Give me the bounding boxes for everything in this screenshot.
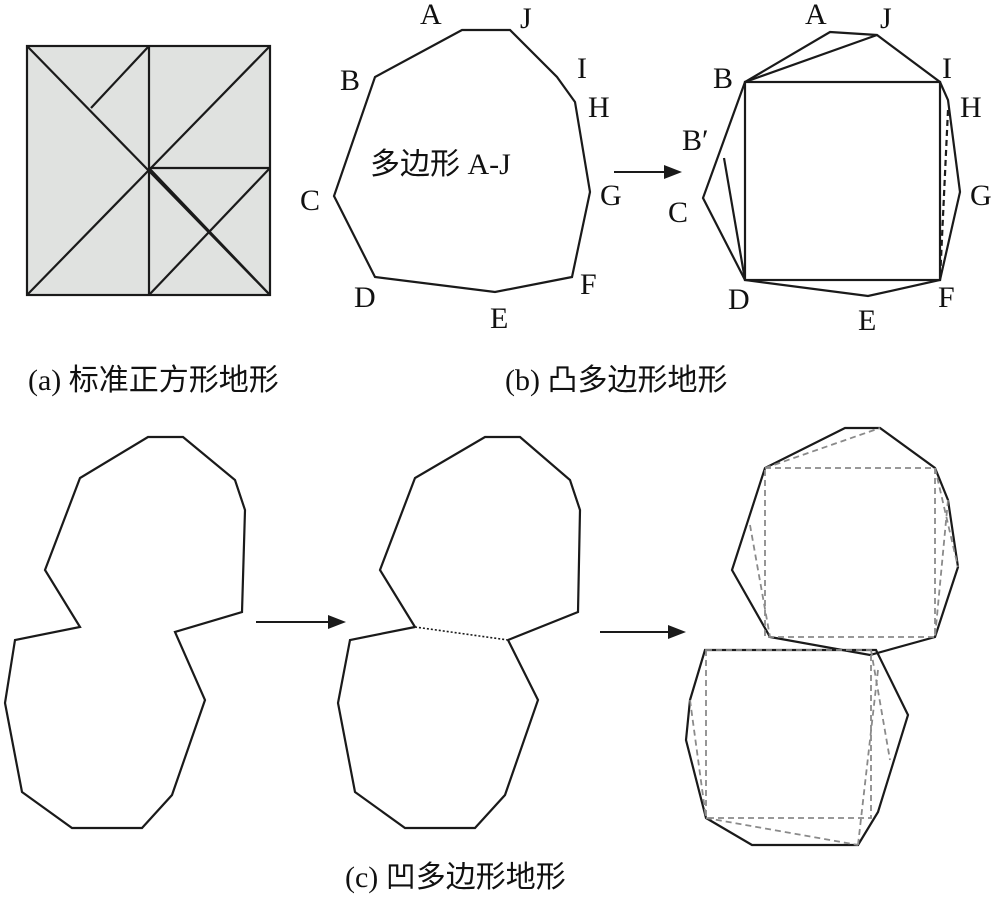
vertex-label-b: B (713, 62, 733, 95)
fold-line (148, 167, 271, 296)
convex-polygon-decomposed (701, 30, 962, 298)
vertex-label-b-prime: B′ (682, 124, 709, 157)
dashed-line (749, 524, 771, 638)
dashed-line (870, 649, 891, 761)
vertex-label-i: I (577, 52, 587, 85)
dashed-line (705, 817, 859, 846)
caption-a: (a) 标准正方形地形 (28, 364, 279, 397)
triangle-edge (722, 157, 747, 281)
vertex-label-f: F (580, 268, 597, 301)
dashed-line (689, 699, 707, 819)
caption-c: (c) 凹多边形地形 (345, 861, 566, 894)
fold-line (90, 45, 150, 109)
concave-polygon-split (336, 435, 582, 830)
upper-square (764, 467, 936, 638)
vertex-label-c: C (300, 184, 320, 217)
vertex-label-d: D (354, 281, 376, 314)
vertex-label-j: J (520, 2, 532, 35)
vertex-label-j: J (880, 2, 892, 35)
vertex-label-h: H (588, 91, 610, 124)
panel-a (25, 44, 272, 297)
vertex-label-c: C (668, 196, 688, 229)
concave-polygon (3, 435, 247, 830)
convex-polygon (332, 28, 592, 294)
vertex-label-e: E (858, 304, 876, 337)
vertex-label-h: H (960, 91, 982, 124)
dashed-line (764, 427, 881, 469)
vertex-label-f: F (938, 281, 955, 314)
arrow (256, 615, 346, 629)
split-line (414, 626, 509, 641)
lower-square (705, 649, 872, 819)
lower-convex-polygon (684, 648, 910, 847)
vertex-label-e: E (490, 302, 508, 335)
concave-polygon-decomposed (684, 426, 960, 847)
inscribed-square (743, 80, 942, 282)
vertex-label-i: I (942, 52, 952, 85)
vertex-label-g: G (600, 179, 622, 212)
arrow (600, 625, 686, 639)
vertex-label-d: D (728, 283, 750, 316)
vertex-label-b: B (340, 64, 360, 97)
caption-b: (b) 凸多边形地形 (505, 364, 727, 397)
arrow (614, 165, 682, 179)
polygon-label: 多边形 A-J (370, 148, 511, 181)
triangle-edge (744, 33, 878, 84)
dashed-line (934, 499, 949, 638)
vertex-label-a: A (420, 0, 442, 31)
vertex-label-a: A (805, 0, 827, 31)
dashed-line (938, 109, 950, 281)
upper-part (378, 435, 582, 642)
lower-part (336, 625, 540, 830)
vertex-label-g: G (970, 179, 992, 212)
upper-convex-polygon (730, 426, 960, 657)
dashed-line (934, 467, 959, 568)
